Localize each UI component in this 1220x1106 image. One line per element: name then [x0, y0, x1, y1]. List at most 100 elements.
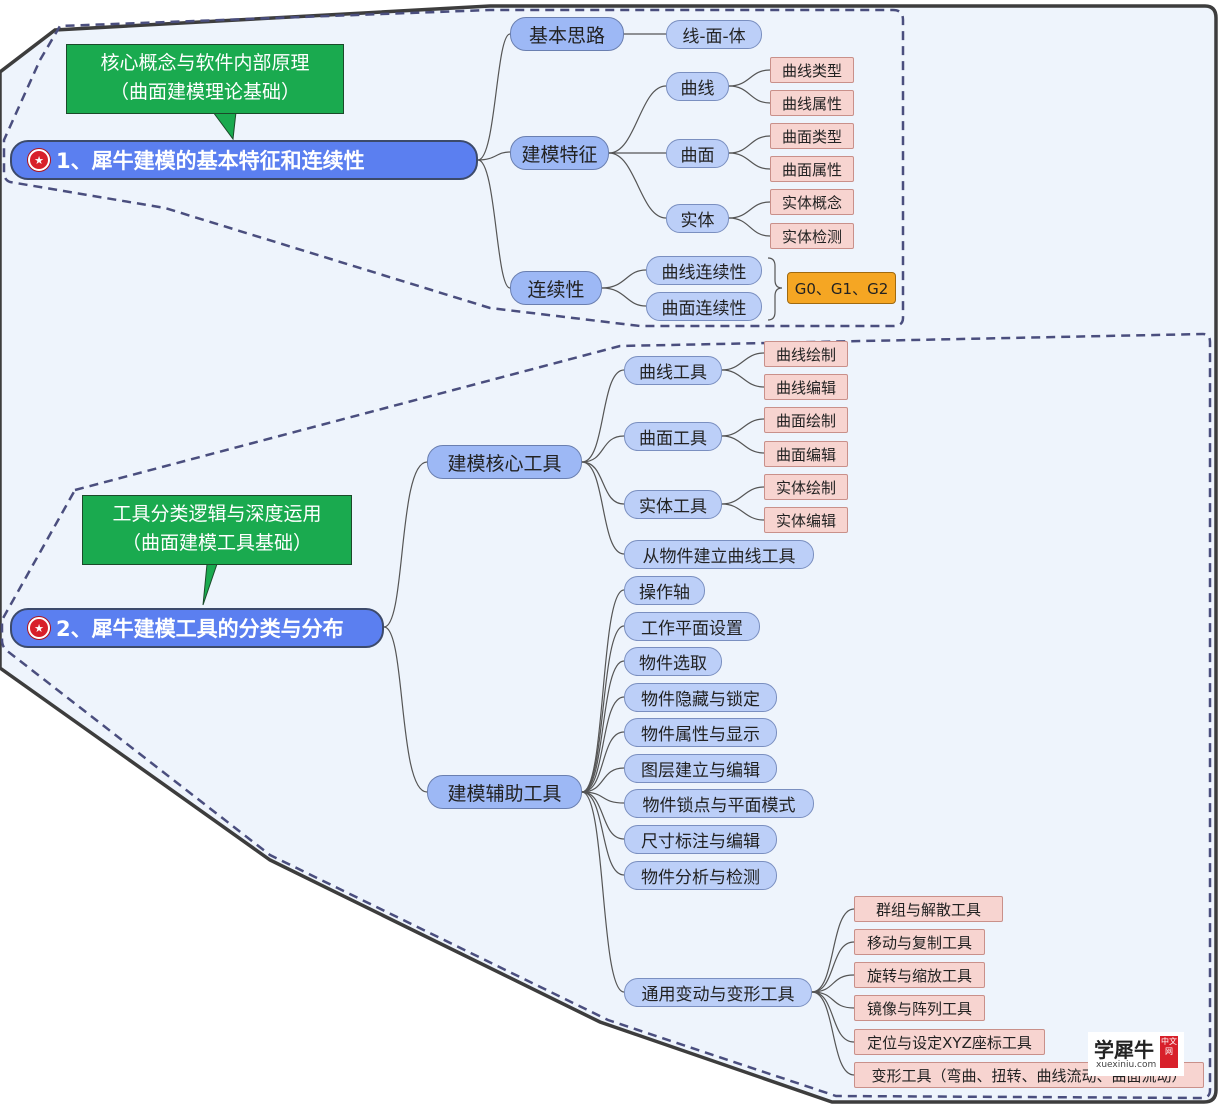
connector: [728, 217, 771, 237]
topic-solid[interactable]: 实体: [666, 204, 729, 233]
leaf-surface-draw[interactable]: 曲面绘制: [764, 407, 848, 433]
connector: [601, 269, 647, 289]
leaf-mirror-array[interactable]: 镜像与阵列工具: [854, 995, 985, 1021]
leaf-surface-edit[interactable]: 曲面编辑: [764, 441, 848, 467]
connector: [721, 503, 765, 521]
connector: [581, 791, 625, 840]
summary-g0-g1-g2[interactable]: G0、G1、G2: [787, 272, 896, 304]
leaf-curve-draw[interactable]: 曲线绘制: [764, 341, 848, 367]
leaf-solid-concept[interactable]: 实体概念: [770, 189, 854, 215]
boundary-branch1: [2, 8, 905, 328]
topic-curve[interactable]: 曲线: [666, 72, 729, 101]
topic-surface-continuity[interactable]: 曲面连续性: [646, 292, 762, 321]
connector: [477, 159, 511, 289]
connector: [581, 589, 625, 793]
callout-line: （曲面建模工具基础）: [121, 532, 312, 554]
connector: [728, 135, 771, 154]
leaf-orient-xyz[interactable]: 定位与设定XYZ座标工具: [854, 1029, 1045, 1055]
site-logo: 学犀牛 xuexiniu.com 中文网: [1088, 1032, 1184, 1076]
leaf-solid-edit[interactable]: 实体编辑: [764, 507, 848, 533]
connector: [721, 418, 765, 437]
leaf-solid-draw[interactable]: 实体绘制: [764, 474, 848, 500]
topic-osnap-planar[interactable]: 物件锁点与平面模式: [624, 789, 814, 818]
connector: [581, 435, 625, 463]
topic-properties-display[interactable]: 物件属性与显示: [624, 718, 777, 747]
connector: [581, 791, 625, 993]
topic-line-surface-solid[interactable]: 线-面-体: [666, 20, 762, 49]
connector: [728, 69, 771, 87]
leaf-solid-check[interactable]: 实体检测: [770, 223, 854, 249]
leaf-curve-types[interactable]: 曲线类型: [770, 57, 854, 83]
main-topic-label: 1、犀牛建模的基本特征和连续性: [56, 149, 365, 173]
connector: [811, 991, 855, 1043]
topic-analyze[interactable]: 物件分析与检测: [624, 861, 777, 890]
connector: [581, 461, 625, 555]
connector: [581, 767, 625, 793]
connector: [477, 151, 511, 161]
topic-features[interactable]: 建模特征: [510, 136, 609, 170]
star-icon: ★: [28, 617, 50, 639]
topic-basic-idea[interactable]: 基本思路: [510, 17, 624, 51]
main-topic-label: 2、犀牛建模工具的分类与分布: [56, 617, 344, 641]
topic-curve-continuity[interactable]: 曲线连续性: [646, 256, 762, 285]
star-icon: ★: [28, 149, 50, 171]
topic-dimension[interactable]: 尺寸标注与编辑: [624, 825, 777, 854]
connector: [721, 486, 765, 505]
connector: [383, 461, 428, 628]
connector: [581, 625, 625, 793]
topic-solid-tool[interactable]: 实体工具: [624, 490, 722, 519]
topic-surface[interactable]: 曲面: [666, 139, 729, 168]
topic-object-select[interactable]: 物件选取: [624, 647, 722, 676]
connector: [721, 352, 765, 371]
leaf-rotate-scale[interactable]: 旋转与缩放工具: [854, 962, 985, 988]
callout-branch1: 核心概念与软件内部原理 （曲面建模理论基础）: [66, 44, 344, 114]
topic-transform-tools[interactable]: 通用变动与变形工具: [624, 978, 812, 1007]
logo-badge: 中文网: [1160, 1036, 1178, 1068]
leaf-curve-edit[interactable]: 曲线编辑: [764, 374, 848, 400]
connector: [581, 696, 625, 793]
topic-layers[interactable]: 图层建立与编辑: [624, 754, 777, 783]
callout-line: 工具分类逻辑与深度运用: [112, 503, 322, 525]
connector: [721, 435, 765, 454]
connector: [721, 369, 765, 388]
connector: [811, 908, 855, 993]
connector: [581, 369, 625, 463]
connector: [581, 731, 625, 793]
connector: [811, 991, 855, 1009]
boundary-branch2: [0, 332, 1212, 1100]
connector: [728, 152, 771, 170]
outer-boundary: [0, 4, 1218, 1104]
connector: [728, 201, 771, 219]
connector: [728, 85, 771, 104]
topic-continuity[interactable]: 连续性: [510, 271, 602, 305]
topic-hide-lock[interactable]: 物件隐藏与锁定: [624, 683, 777, 712]
topic-gumball[interactable]: 操作轴: [624, 576, 705, 605]
main-topic-2[interactable]: ★ 2、犀牛建模工具的分类与分布: [10, 608, 384, 648]
connector: [811, 991, 855, 1076]
connector: [601, 287, 647, 307]
topic-cplane[interactable]: 工作平面设置: [624, 612, 760, 641]
callout-line: 核心概念与软件内部原理: [100, 52, 310, 74]
connector: [581, 791, 625, 876]
logo-text: 学犀牛: [1094, 1038, 1154, 1062]
topic-from-object[interactable]: 从物件建立曲线工具: [624, 540, 814, 569]
leaf-surface-properties[interactable]: 曲面属性: [770, 156, 854, 182]
topic-aux-tools[interactable]: 建模辅助工具: [427, 775, 582, 809]
connector: [383, 626, 428, 793]
main-topic-1[interactable]: ★ 1、犀牛建模的基本特征和连续性: [10, 140, 478, 180]
leaf-move-copy[interactable]: 移动与复制工具: [854, 929, 985, 955]
leaf-curve-properties[interactable]: 曲线属性: [770, 90, 854, 116]
connector: [811, 941, 855, 993]
topic-core-tools[interactable]: 建模核心工具: [427, 445, 582, 479]
logo-site: xuexiniu.com: [1096, 1060, 1157, 1070]
callout-branch2: 工具分类逻辑与深度运用 （曲面建模工具基础）: [82, 495, 352, 565]
topic-surface-tool[interactable]: 曲面工具: [624, 422, 722, 451]
connector: [477, 33, 511, 161]
callout-line: （曲面建模理论基础）: [109, 81, 300, 103]
leaf-surface-types[interactable]: 曲面类型: [770, 123, 854, 149]
leaf-group[interactable]: 群组与解散工具: [854, 896, 1003, 922]
connector: [581, 660, 625, 793]
connector: [608, 85, 667, 154]
topic-curve-tool[interactable]: 曲线工具: [624, 356, 722, 385]
